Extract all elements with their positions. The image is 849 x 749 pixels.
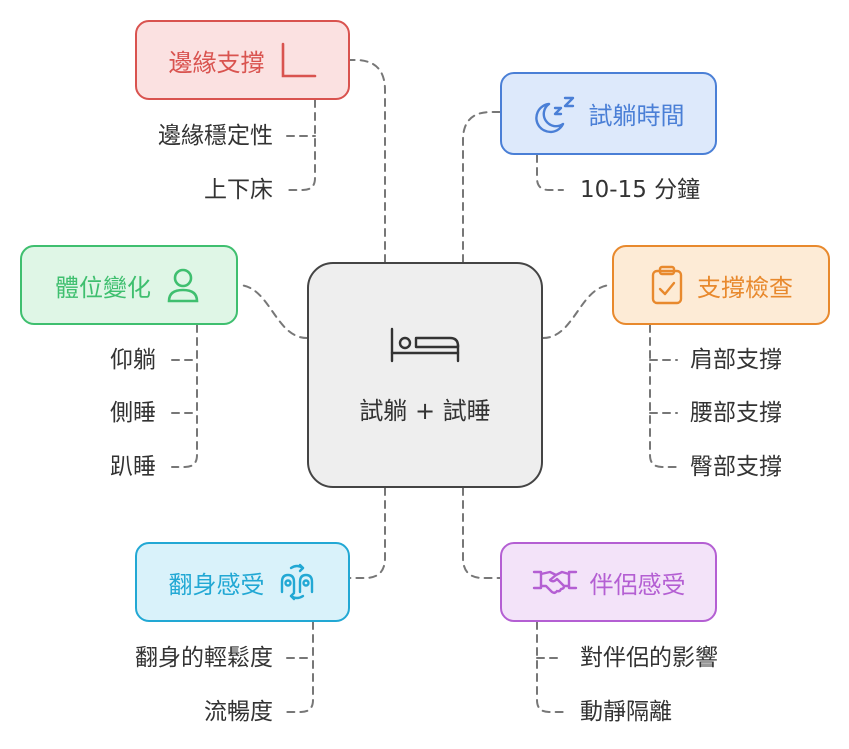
leaf-side-sleep: 側睡 [110,400,156,426]
leaf-turning-ease: 翻身的輕鬆度 [135,645,273,671]
leaf-prone: 趴睡 [110,454,156,480]
branch-label: 邊緣支撐 [168,48,265,77]
branch-turning-feel: 翻身感受 [135,542,350,622]
branch-label: 體位變化 [55,273,151,302]
leaf-edge-stability: 邊緣穩定性 [158,123,273,149]
leaf-smoothness: 流暢度 [204,699,273,725]
branch-posture-change: 體位變化 [20,245,238,325]
connector-trial [462,111,501,263]
connector-turn [349,487,386,579]
corner-icon [277,40,317,80]
leaf-duration: 10-15 分鐘 [580,177,701,203]
bed-icon [388,325,462,369]
connector-support [542,284,613,339]
branch-trial-time: 試躺時間 [500,72,717,155]
leaf-shoulder: 肩部支撐 [690,347,782,373]
leaf-motion-isolation: 動靜隔離 [580,699,672,725]
connector-edge [349,59,386,263]
branch-label: 翻身感受 [168,570,265,599]
connector-partner [462,487,501,579]
connector-posture [237,284,308,339]
branch-partner-feel: 伴侶感受 [500,542,717,622]
clipboard-check-icon [649,265,685,305]
branch-label: 伴侶感受 [589,570,686,599]
branch-label: 試躺時間 [588,102,685,130]
leaf-waist: 腰部支撐 [690,400,782,426]
center-node: 試躺 + 試睡 [307,262,543,488]
center-label: 試躺 + 試睡 [359,396,491,425]
leaf-partner-impact: 對伴侶的影響 [580,645,718,671]
leaf-getting-in-out: 上下床 [204,177,273,203]
branch-support-check: 支撐檢查 [612,245,830,325]
leaf-supine: 仰躺 [110,347,156,373]
leaf-hip: 臀部支撐 [690,454,782,480]
user-icon [163,265,203,305]
branch-label: 支撐檢查 [697,273,793,302]
sleep-zzz-icon [533,94,577,134]
handshake-icon [532,564,578,600]
turn-arrows-icon [277,562,317,602]
branch-edge-support: 邊緣支撐 [135,20,350,100]
